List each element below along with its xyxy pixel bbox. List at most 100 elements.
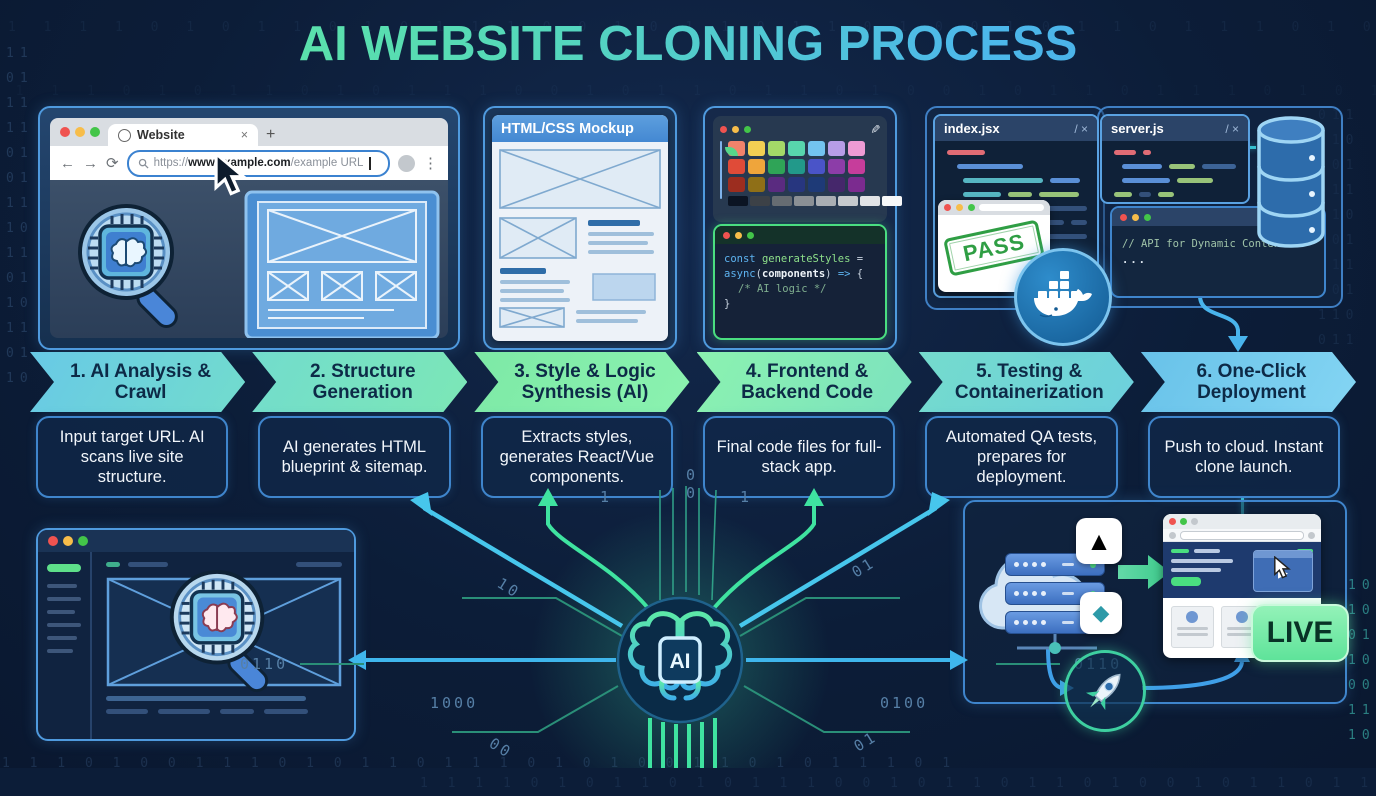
rocket-icon [1064, 650, 1146, 732]
binary-background-column: 011 110 001 011 010 101 011 001 110 011 [1318, 108, 1360, 348]
palette-swatch[interactable] [728, 159, 745, 174]
page-title: AI WEBSITE CLONING PROCESS [0, 16, 1376, 72]
panel-ai-analysis: Website × + ← → ⟳ https://www.example.co… [38, 106, 460, 350]
url-bar[interactable]: https://www.example.com/example URL [126, 149, 390, 177]
palette-swatch[interactable] [768, 159, 785, 174]
database-icon [1250, 110, 1332, 252]
palette-swatch[interactable] [808, 177, 825, 192]
color-palette-window: ✎ [713, 116, 902, 222]
active-swatch[interactable] [720, 141, 738, 199]
step-chevron-1[interactable]: 1. AI Analysis & Crawl [30, 352, 245, 412]
palette-swatch[interactable] [828, 141, 845, 156]
sidebar-wireframe [38, 552, 92, 739]
palette-swatch[interactable] [748, 177, 765, 192]
step-description-2: AI generates HTML blueprint & sitemap. [258, 416, 451, 498]
file-name: index.jsx [944, 121, 1000, 136]
leaf-icon [725, 147, 738, 156]
palette-swatch[interactable] [828, 177, 845, 192]
palette-swatch[interactable] [772, 196, 792, 206]
code-file-server: server.js / × [1100, 114, 1250, 204]
step-chevron-5[interactable]: 5. Testing & Containerization [919, 352, 1134, 412]
palette-swatch[interactable] [768, 141, 785, 156]
cursor-icon [214, 152, 248, 196]
palette-swatch[interactable] [794, 196, 814, 206]
step-chevron-3[interactable]: 3. Style & Logic Synthesis (AI) [474, 352, 689, 412]
generated-style-code: const generateStyles = async(components)… [713, 224, 887, 340]
palette-swatch[interactable] [788, 177, 805, 192]
tab-actions[interactable]: / × [1225, 121, 1239, 136]
palette-swatch[interactable] [748, 141, 765, 156]
ai-magnifier-icon [169, 569, 269, 693]
forward-icon[interactable]: → [83, 154, 98, 172]
palette-swatch[interactable] [768, 177, 785, 192]
traffic-lights [944, 204, 975, 211]
tab-title: Website [137, 128, 185, 142]
binary-background-column: 11 01 11 11 01 01 11 10 11 01 10 11 01 1… [6, 46, 34, 386]
traffic-lights [60, 127, 100, 137]
traffic-lights [1120, 213, 1151, 221]
step-description-5: Automated QA tests, prepares for deploym… [925, 416, 1118, 498]
palette-swatch[interactable] [728, 196, 748, 206]
palette-grid[interactable] [728, 141, 902, 192]
browser-tab[interactable]: Website × [108, 124, 258, 146]
new-tab-button[interactable]: + [266, 126, 276, 143]
step-description-6: Push to cloud. Instant clone launch. [1147, 416, 1340, 498]
qa-pass-window: PASS [938, 200, 1050, 292]
site-scan-window [36, 528, 356, 741]
palette-swatch[interactable] [848, 159, 865, 174]
palette-swatch[interactable] [816, 196, 836, 206]
palette-swatch[interactable] [860, 196, 880, 206]
palette-swatch[interactable] [848, 177, 865, 192]
binary-background-row: 1 1 1 1 0 1 0 1 1 0 1 0 1 1 1 0 0 1 0 1 … [15, 84, 1376, 99]
hero-section: ▶ [1163, 542, 1321, 598]
palette-swatch[interactable] [882, 196, 902, 206]
svg-text:10: 10 [494, 574, 524, 602]
step-descriptions: Input target URL. AI scans live site str… [36, 416, 1340, 498]
palette-swatch[interactable] [848, 141, 865, 156]
palette-swatch[interactable] [838, 196, 858, 206]
svg-text:0100: 0100 [880, 694, 928, 712]
back-icon[interactable]: ← [60, 154, 75, 172]
code-snippet: const generateStyles = async(components)… [724, 253, 864, 310]
avatar[interactable] [398, 154, 415, 172]
netlify-icon: ◆ [1080, 592, 1122, 634]
reload-icon[interactable]: ⟳ [106, 155, 119, 172]
file-name: server.js [1111, 121, 1164, 136]
palette-swatch[interactable] [750, 196, 770, 206]
tab-close-icon[interactable]: × [240, 128, 248, 142]
palette-swatch[interactable] [728, 177, 745, 192]
palette-swatch[interactable] [788, 159, 805, 174]
palette-swatch[interactable] [808, 141, 825, 156]
vercel-icon: ▲ [1076, 518, 1122, 564]
deploy-arrow-icon [1118, 555, 1170, 589]
mockup-header: HTML/CSS Mockup [492, 115, 668, 142]
palette-swatch[interactable] [808, 159, 825, 174]
live-badge: LIVE [1251, 604, 1349, 662]
wireframe-card [244, 190, 440, 338]
binary-background-row: 1 1 1 1 0 1 0 1 1 0 1 0 1 1 1 0 0 1 0 1 … [420, 776, 1375, 791]
step-chevron-2[interactable]: 2. Structure Generation [252, 352, 467, 412]
svg-text:1000: 1000 [430, 694, 478, 712]
cursor-icon [1274, 556, 1291, 579]
palette-swatch[interactable] [788, 141, 805, 156]
binary-background-row: 1 1 1 1 0 1 0 1 1 0 1 0 1 1 1 0 0 1 0 1 … [8, 15, 1376, 40]
eyedropper-icon[interactable]: ✎ [867, 123, 882, 135]
palette-swatch[interactable] [748, 159, 765, 174]
step-chevron-6[interactable]: 6. One-Click Deployment [1141, 352, 1356, 412]
text-caret [369, 156, 371, 170]
step-description-3: Extracts styles, generates React/Vue com… [480, 416, 673, 498]
palette-swatch[interactable] [828, 159, 845, 174]
api-comment: // API for Dynamic Content [1122, 238, 1287, 250]
mockup-wireframe [499, 149, 661, 328]
brain-icon [627, 611, 733, 701]
palette-grays[interactable] [728, 196, 902, 206]
flow-arrow-down [1198, 295, 1248, 352]
traffic-lights [48, 536, 88, 546]
api-ellipsis: ... [1122, 254, 1147, 266]
code-lines [935, 141, 1097, 239]
menu-icon[interactable]: ⋮ [423, 155, 438, 172]
step-chevron-4[interactable]: 4. Frontend & Backend Code [697, 352, 912, 412]
tab-actions[interactable]: / × [1074, 121, 1088, 136]
binary-background-column: 10 10 01 10 00 11 10 [1348, 578, 1376, 743]
panel-structure-generation: HTML/CSS Mockup [483, 106, 677, 350]
